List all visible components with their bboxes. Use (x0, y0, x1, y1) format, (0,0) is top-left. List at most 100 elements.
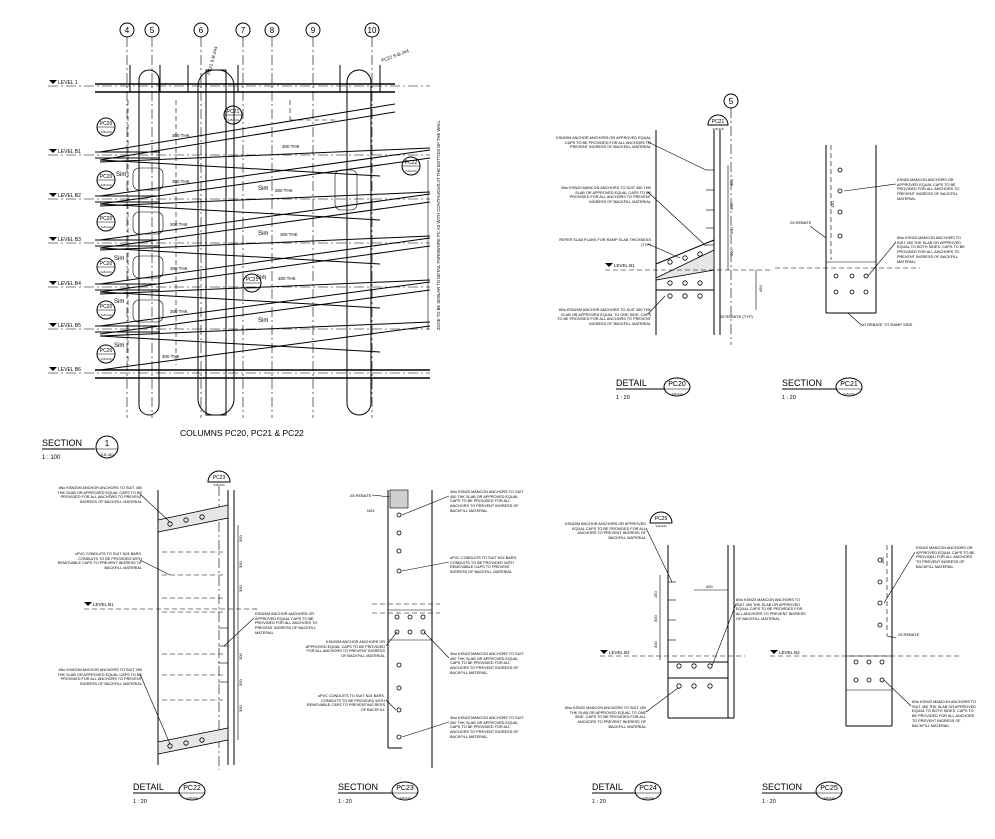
svg-text:Sim: Sim (116, 172, 126, 178)
svg-text:DETAIL: DETAIL (133, 782, 164, 792)
svg-text:S-B-244: S-B-244 (227, 118, 238, 122)
level-b1: LEVEL B1 (605, 263, 770, 271)
anchors (676, 663, 713, 689)
level-label: LEVEL B6 (58, 367, 81, 373)
section-pc21-title: SECTION 1 : 20 PC21 S-B-244 (782, 377, 863, 401)
svg-text:PC20: PC20 (100, 348, 113, 354)
level-label: LEVEL B3 (58, 237, 81, 243)
grid-label: 5 (150, 26, 155, 35)
pc25-marker: PC25 S-B-244 (649, 511, 673, 528)
svg-text:ZONE TO BE SIMILAR TO DETAIL F: ZONE TO BE SIMILAR TO DETAIL FORMWORK PC… (436, 120, 441, 330)
svg-text:S-B-244: S-B-244 (100, 130, 111, 134)
svg-text:300: 300 (729, 249, 734, 256)
svg-text:1 : 20: 1 : 20 (133, 799, 147, 805)
note: KSN20 MANCON ANCHORS OR APPROVED EQUAL C… (897, 178, 960, 201)
detail-pc22-title: DETAIL 1 : 20 PC22 S-B-244 (133, 781, 206, 805)
section-caption: COLUMNS PC20, PC21 & PC22 (180, 428, 304, 438)
svg-text:Sim: Sim (114, 256, 124, 262)
svg-text:300: 300 (729, 227, 734, 234)
section-title-block: SECTION 1 : 100 1 S-B-340 (42, 435, 119, 461)
grid-bubble-5-detail: 5 (723, 93, 739, 345)
level-b1: LEVEL B1 (84, 602, 260, 610)
svg-text:PC20: PC20 (100, 216, 113, 222)
svg-text:PC25: PC25 (820, 785, 838, 792)
svg-text:300: 300 (238, 585, 243, 592)
svg-text:PC21: PC21 (246, 277, 259, 283)
callout-pc22: PC22 S-B-244 (381, 48, 410, 63)
column-outline (825, 145, 877, 314)
svg-text:Sim: Sim (258, 186, 268, 192)
svg-text:SECTION: SECTION (782, 378, 822, 388)
svg-text:5: 5 (729, 97, 734, 106)
anchor-ticks (218, 627, 228, 683)
grid-bubble-9: 9 (305, 22, 321, 38)
svg-text:PC22: PC22 (405, 160, 418, 166)
anchor-ticks (668, 581, 676, 641)
svg-text:PC20: PC20 (100, 121, 113, 127)
svg-text:Sim: Sim (258, 231, 268, 237)
svg-text:S-B-244: S-B-244 (843, 392, 854, 396)
svg-text:S-B-244: S-B-244 (186, 796, 197, 800)
notes: KSN20M ANCHOR ANCHORS OR APPROVED EQUAL … (565, 522, 806, 729)
svg-text:Sim: Sim (114, 299, 124, 305)
svg-text:300 THK: 300 THK (275, 188, 293, 193)
rebate-label: 25 REBATE (350, 493, 372, 498)
section-pc25: LEVEL B2 150 25 REBATE KSN20 MANCON ANCH… (762, 545, 977, 805)
ramp-slab (655, 239, 715, 291)
wall-outline (127, 100, 335, 365)
anchors (667, 251, 703, 299)
dim: 150 (830, 201, 835, 208)
svg-text:300 THK: 300 THK (282, 144, 300, 149)
svg-text:PC20: PC20 (100, 174, 113, 180)
svg-text:LEVEL B2: LEVEL B2 (609, 650, 630, 655)
level-labels: LEVEL 1 LEVEL B1 LEVEL B2 LEVEL B3 LEVEL… (49, 80, 81, 373)
svg-text:DETAIL: DETAIL (592, 782, 623, 792)
conduits (162, 551, 226, 701)
note: 6No KSN20 MANCON ANCHORS TO SUIT 450 THK… (912, 700, 977, 728)
svg-text:LEVEL B1: LEVEL B1 (614, 263, 635, 268)
svg-text:300 THK: 300 THK (162, 354, 180, 359)
grid-bubble-4: 4 (119, 22, 135, 38)
svg-text:300: 300 (238, 535, 243, 542)
svg-text:PC21: PC21 (227, 109, 240, 115)
slabs (95, 83, 430, 379)
section-scale: 1 : 100 (42, 455, 61, 461)
svg-text:S-B-244: S-B-244 (823, 796, 834, 800)
svg-text:450: 450 (758, 285, 763, 292)
svg-text:1 : 20: 1 : 20 (592, 799, 606, 805)
svg-text:PC22: PC22 (183, 785, 201, 792)
main-section: 4 5 6 7 8 9 10 (42, 22, 441, 461)
svg-text:S-B-244: S-B-244 (100, 270, 111, 274)
svg-text:S-B-244: S-B-244 (100, 357, 111, 361)
rebate-label: 25 REBATE (790, 220, 812, 225)
svg-text:S-B-244: S-B-244 (100, 313, 111, 317)
dims: 300 300 300 300 300 300 (237, 525, 243, 740)
svg-text:300 THK: 300 THK (170, 309, 188, 314)
svg-text:300 THK: 300 THK (278, 276, 296, 281)
svg-text:300: 300 (238, 705, 243, 712)
anchor-ticks (706, 169, 714, 246)
svg-text:150: 150 (653, 591, 658, 598)
svg-text:S-B-244: S-B-244 (671, 392, 682, 396)
svg-text:300 THK: 300 THK (172, 179, 190, 184)
svg-text:S-B-244: S-B-244 (399, 796, 410, 800)
svg-text:PC25: PC25 (655, 516, 668, 522)
lower-slab (157, 727, 229, 755)
grid-bubble-10: 10 (364, 22, 380, 38)
grid-bubble-6: 6 (193, 22, 209, 38)
svg-text:1 : 20: 1 : 20 (616, 395, 630, 401)
no-rebate-label: NO REBATE TO RAMP SIDE (860, 322, 913, 327)
svg-text:300 THK: 300 THK (170, 222, 188, 227)
notes: 4No KSN20 MANCON ANCHORS TO SUIT 450 THK… (306, 490, 524, 739)
anchors (853, 557, 885, 683)
anchors (833, 167, 869, 295)
pc21-marker: PC21 S-B-244 (707, 114, 729, 131)
grid-label: 6 (199, 26, 204, 35)
